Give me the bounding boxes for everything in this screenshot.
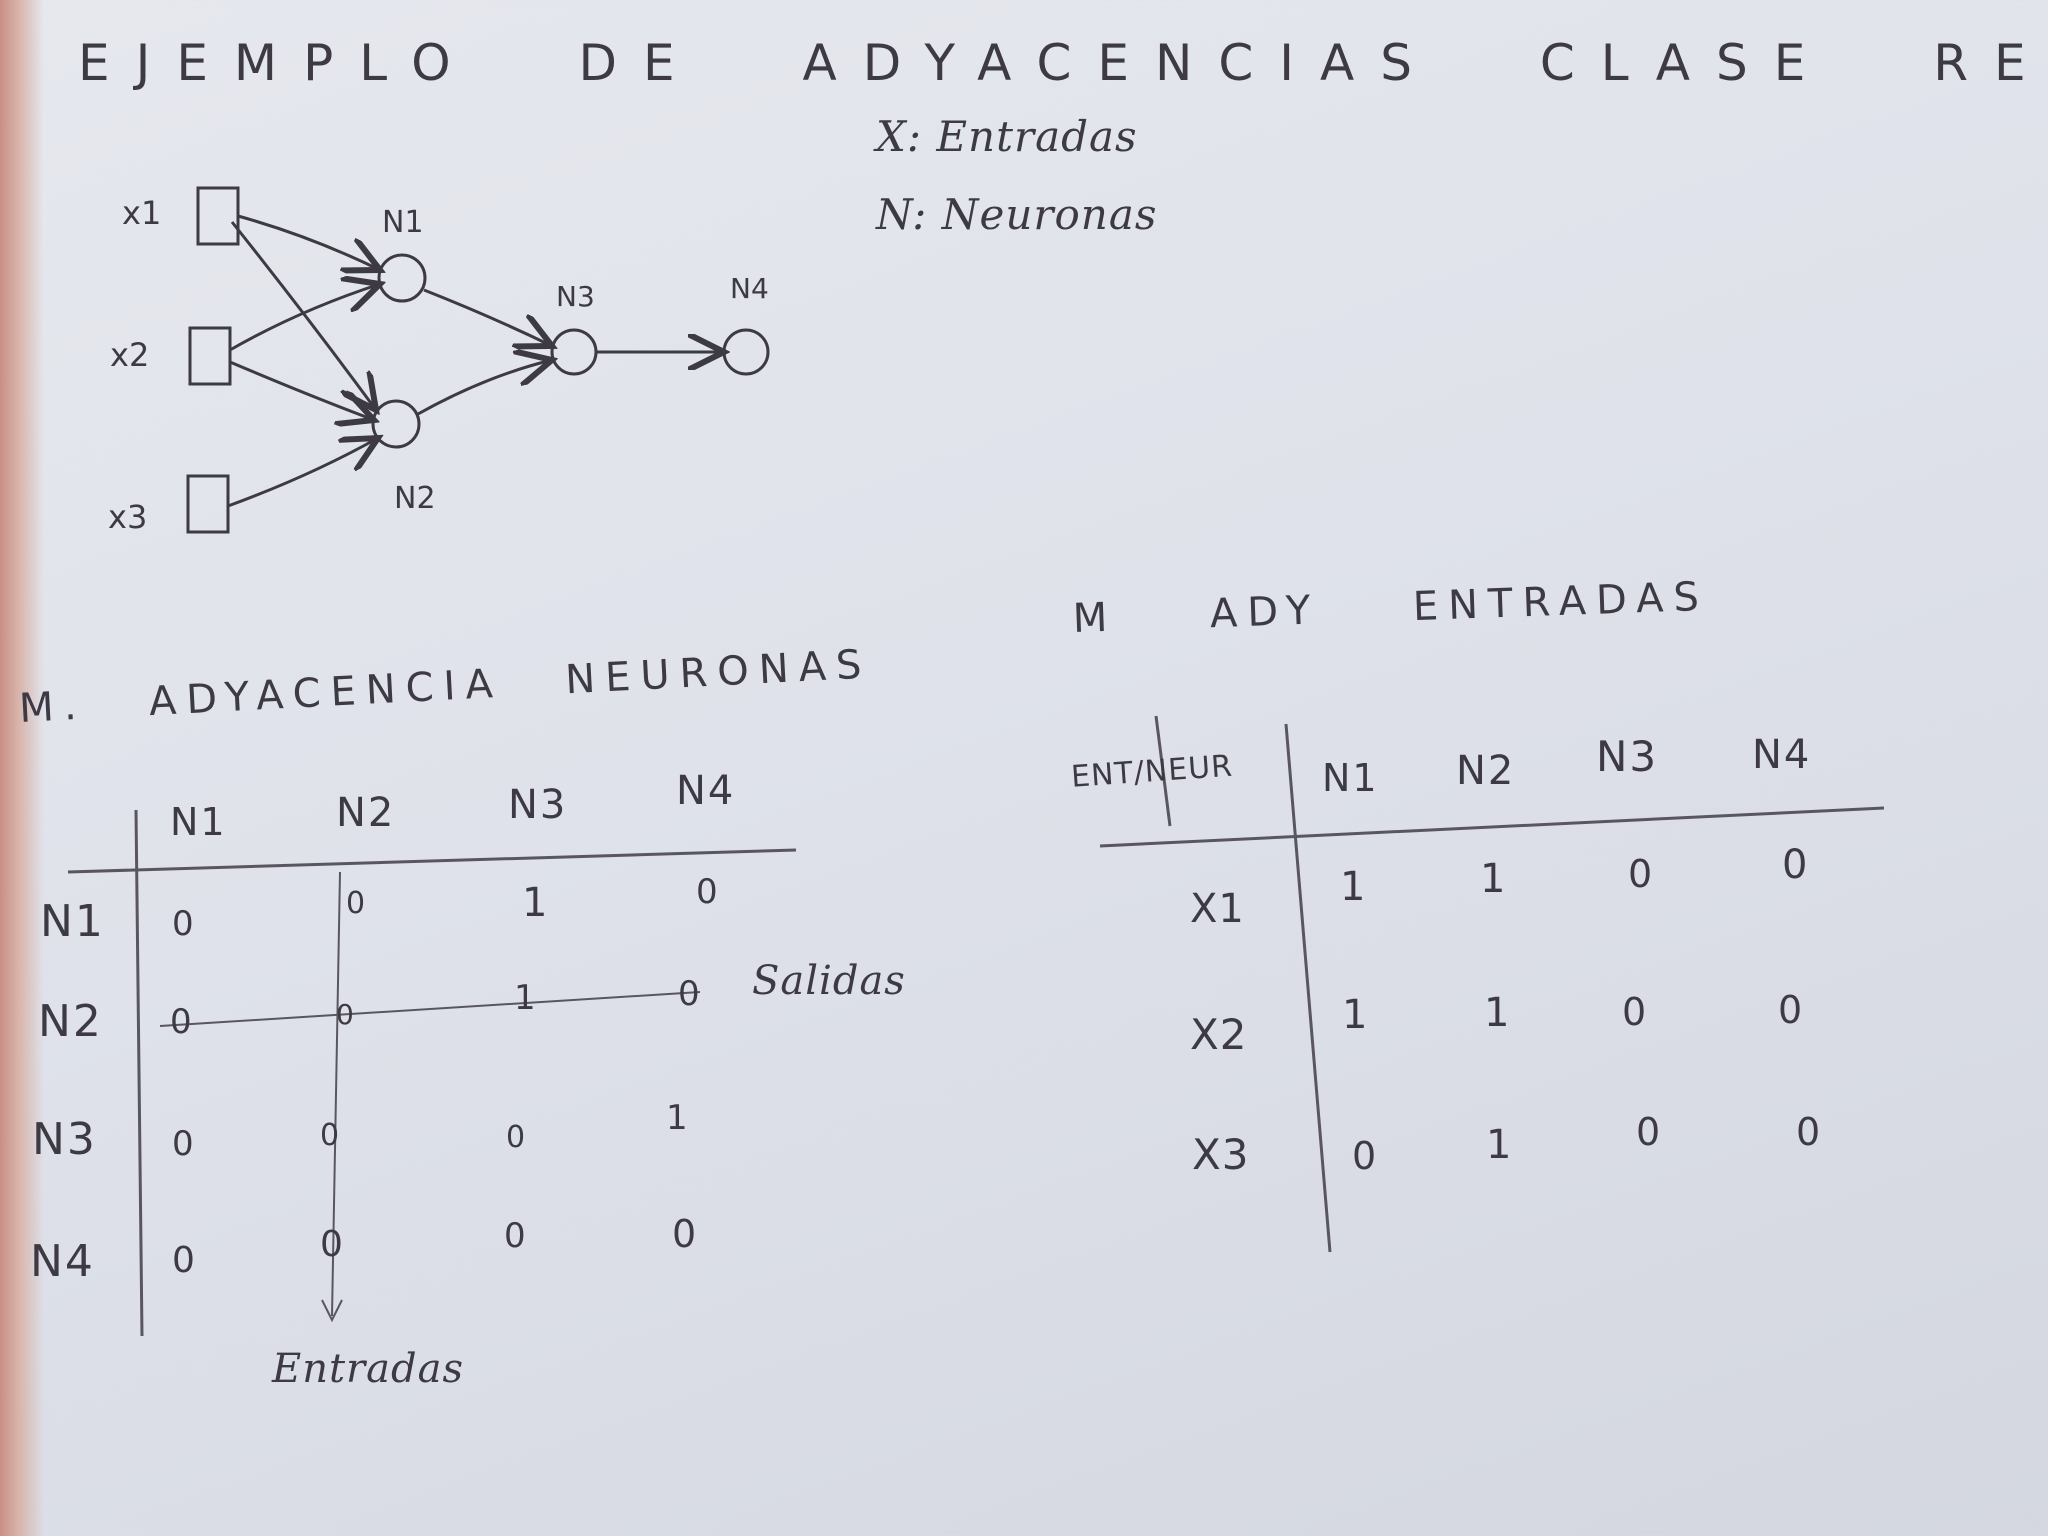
neuron-cell-r2-c2: 0 bbox=[336, 998, 360, 1031]
neuron-matrix-row-n1: N1 bbox=[40, 896, 105, 947]
label-n2: N2 bbox=[394, 481, 436, 516]
edge-n2-n3 bbox=[417, 360, 552, 416]
neuron-cell-r4-c4: 0 bbox=[672, 1212, 703, 1256]
neuron-cell-r1-c1: 0 bbox=[172, 904, 200, 944]
notebook-binding-edge bbox=[0, 0, 44, 1536]
neuron-cell-r4-c1: 0 bbox=[172, 1240, 201, 1281]
neuron-n3 bbox=[550, 328, 598, 376]
page-title: EJEMPLO DE ADYACENCIAS CLASE RED bbox=[78, 34, 2048, 92]
neuron-matrix-row-rule bbox=[134, 809, 144, 1337]
neuron-cell-r4-c2: 0 bbox=[320, 1224, 349, 1265]
label-n4: N4 bbox=[730, 272, 769, 305]
input-cell-r2-c3: 0 bbox=[1622, 990, 1653, 1034]
entradas-trace-line bbox=[331, 871, 341, 1317]
corner-slash bbox=[1154, 715, 1172, 827]
label-x3: x3 bbox=[108, 498, 147, 536]
neuron-matrix-row-n2: N2 bbox=[38, 996, 103, 1047]
input-cell-r1-c3: 0 bbox=[1628, 852, 1659, 896]
input-cell-r3-c1: 0 bbox=[1352, 1134, 1383, 1178]
neuron-cell-r2-c3: 1 bbox=[514, 978, 542, 1018]
input-cell-r1-c4: 0 bbox=[1782, 842, 1814, 888]
neuron-matrix-row-n4: N4 bbox=[30, 1236, 95, 1287]
neuron-n1 bbox=[377, 253, 427, 303]
input-cell-r3-c4: 0 bbox=[1796, 1110, 1827, 1154]
neuron-cell-r4-c3: 0 bbox=[504, 1216, 532, 1256]
input-cell-r1-c1: 1 bbox=[1340, 864, 1372, 910]
label-x1: x1 bbox=[122, 194, 161, 232]
input-box-x1 bbox=[196, 186, 240, 246]
legend-inputs: X: Entradas bbox=[876, 112, 1138, 161]
input-matrix-header-rule bbox=[1099, 806, 1885, 848]
input-box-x3 bbox=[186, 474, 230, 534]
neuron-n2 bbox=[371, 399, 421, 449]
label-x2: x2 bbox=[110, 336, 149, 374]
input-box-x2 bbox=[188, 326, 232, 386]
input-matrix-row-x3: X3 bbox=[1192, 1130, 1250, 1179]
input-matrix-col-n2: N2 bbox=[1456, 748, 1516, 794]
entradas-trace-arrowhead bbox=[321, 1299, 343, 1323]
neuron-cell-r3-c4: 1 bbox=[666, 1098, 694, 1138]
neuron-matrix-row-n3: N3 bbox=[32, 1114, 97, 1165]
input-matrix-col-n4: N4 bbox=[1752, 732, 1812, 778]
neuron-cell-r2-c1: 0 bbox=[170, 1002, 198, 1042]
neuron-cell-r2-c4: 0 bbox=[678, 974, 706, 1014]
input-cell-r1-c2: 1 bbox=[1480, 856, 1512, 902]
neuron-matrix-col-n4: N4 bbox=[676, 768, 736, 814]
input-matrix-row-rule bbox=[1284, 723, 1332, 1253]
input-cell-r3-c3: 0 bbox=[1636, 1110, 1667, 1154]
neuron-cell-r1-c3: 1 bbox=[522, 880, 554, 926]
neuron-matrix-col-n1: N1 bbox=[170, 800, 227, 844]
edge-x2-n2 bbox=[229, 360, 374, 420]
neuron-cell-r3-c1: 0 bbox=[172, 1124, 200, 1164]
entradas-annotation: Entradas bbox=[272, 1346, 464, 1392]
input-matrix-row-x2: X2 bbox=[1190, 1010, 1248, 1059]
neuron-matrix-col-n3: N3 bbox=[508, 782, 568, 828]
input-cell-r2-c1: 1 bbox=[1342, 992, 1374, 1038]
neuron-cell-r1-c4: 0 bbox=[696, 872, 724, 912]
label-n1: N1 bbox=[382, 205, 424, 240]
neuron-cell-r3-c3: 0 bbox=[506, 1120, 532, 1155]
neuron-n4 bbox=[722, 328, 770, 376]
input-matrix-col-n1: N1 bbox=[1322, 756, 1379, 800]
input-matrix-col-n3: N3 bbox=[1596, 732, 1659, 781]
neuron-cell-r1-c2: 0 bbox=[346, 886, 372, 921]
neuron-matrix-header-rule bbox=[67, 848, 797, 874]
input-matrix-row-x1: X1 bbox=[1190, 886, 1245, 932]
edge-x2-n1 bbox=[229, 284, 380, 352]
salidas-annotation: Salidas bbox=[752, 958, 906, 1004]
input-cell-r3-c2: 1 bbox=[1486, 1122, 1518, 1168]
input-cell-r2-c4: 0 bbox=[1778, 988, 1809, 1032]
edge-x1-n2 bbox=[230, 221, 376, 410]
salidas-trace-line bbox=[159, 991, 701, 1027]
label-n3: N3 bbox=[556, 280, 595, 313]
edge-x1-n1 bbox=[237, 214, 380, 270]
edge-x3-n2 bbox=[227, 438, 378, 508]
edge-n1-n3 bbox=[423, 288, 552, 346]
neuron-cell-r3-c2: 0 bbox=[320, 1118, 346, 1153]
legend-neurons: N: Neuronas bbox=[876, 190, 1158, 239]
input-cell-r2-c2: 1 bbox=[1484, 990, 1516, 1036]
neuron-matrix-col-n2: N2 bbox=[336, 790, 396, 836]
